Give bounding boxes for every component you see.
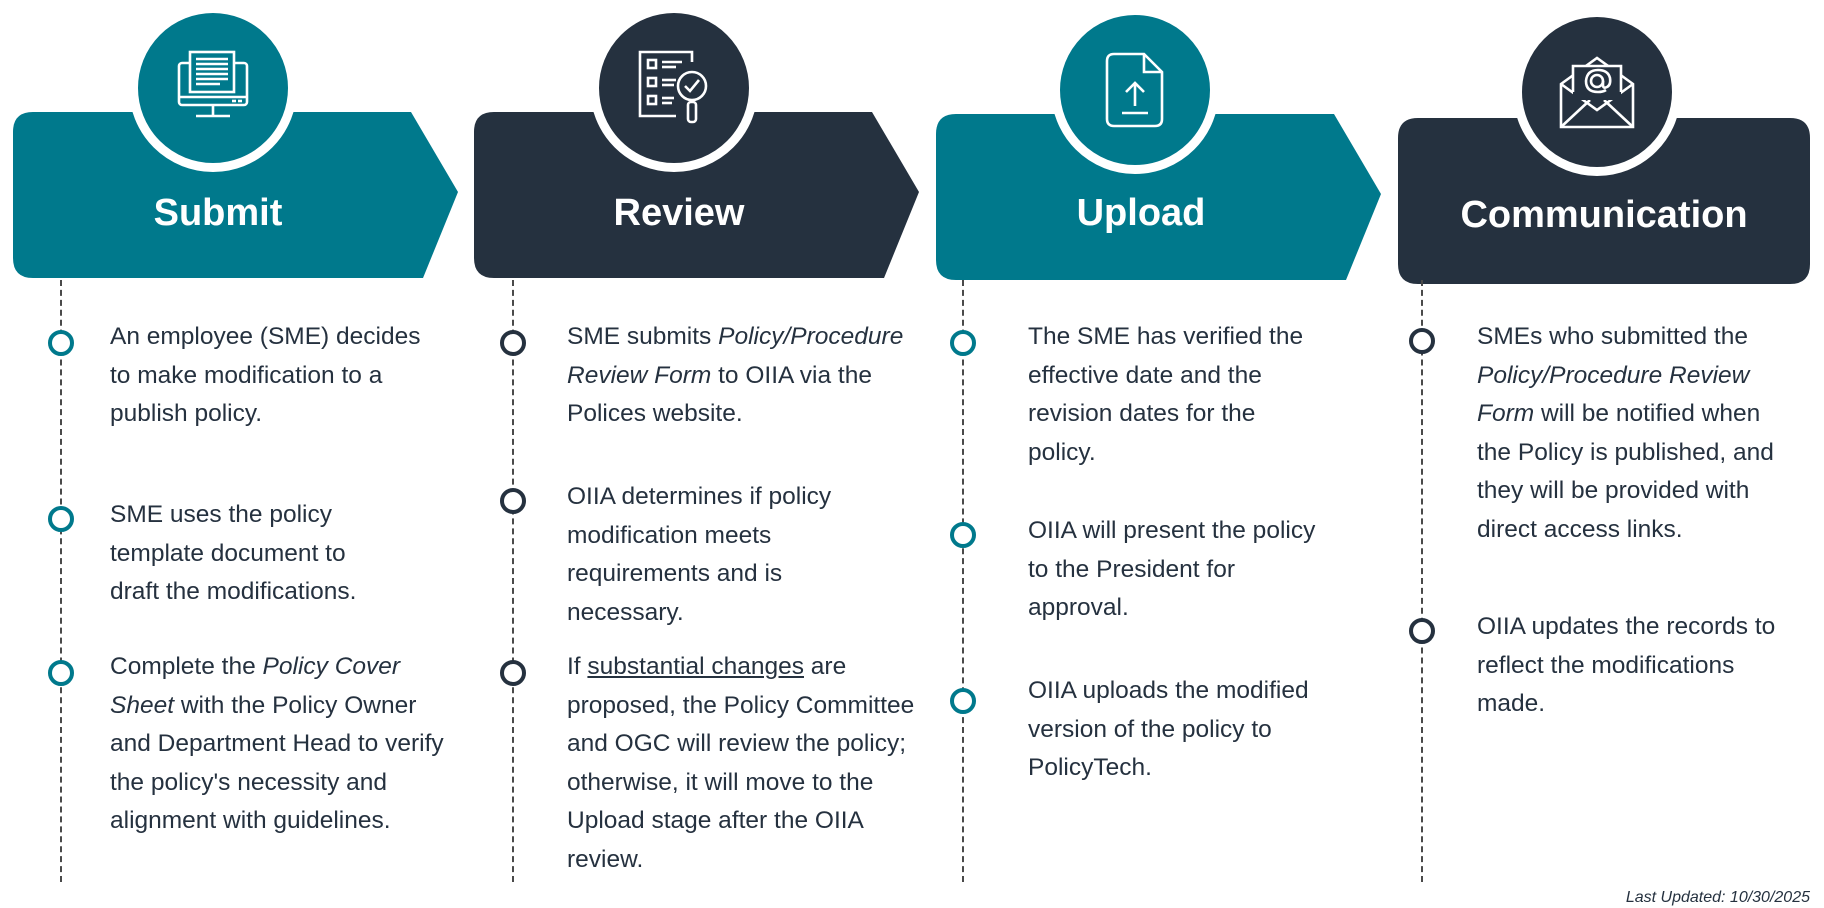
timeline-line (512, 280, 514, 882)
stage-banner (1398, 118, 1824, 284)
timeline-dot (48, 330, 74, 356)
timeline-dot (48, 660, 74, 686)
step-text: If substantial changes are proposed, the… (567, 653, 915, 873)
step-text: The SME has verified the effective date … (1028, 323, 1304, 466)
timeline-dot (950, 688, 976, 714)
last-updated-note: Last Updated: 10/30/2025 (1625, 889, 1810, 906)
stage-title: Communication (1460, 194, 1748, 236)
timeline-dot (500, 330, 526, 356)
timeline-dot (950, 330, 976, 356)
stage-submit: Submit An employee (SME) decides to make… (13, 0, 458, 896)
step-text: Complete the Policy Cover Sheet with the… (110, 653, 444, 834)
step-text: OIIA will present the policy to the Pres… (1028, 517, 1316, 621)
stage-badge (590, 4, 758, 172)
stage-title: Review (613, 192, 745, 234)
timeline-line (60, 280, 62, 882)
step-text: OIIA determines if policy modification m… (567, 483, 832, 626)
stage-title: Submit (153, 192, 283, 234)
step-text: SME uses the policy template document to… (110, 501, 357, 605)
stage-upload: Upload The SME has verified the effectiv… (936, 0, 1381, 896)
stage-badge (129, 4, 297, 172)
stage-badge (1051, 6, 1219, 174)
step-text: OIIA uploads the modified version of the… (1028, 677, 1309, 781)
timeline-dot (1409, 328, 1435, 354)
timeline-dot (500, 488, 526, 514)
timeline-dot (48, 506, 74, 532)
stage-communication: Communication SMEs who submitted the Pol… (1398, 0, 1824, 896)
stage-review: Review SME submits Policy/Procedure Revi… (474, 0, 919, 896)
step-text: An employee (SME) decides to make modifi… (110, 323, 421, 427)
file-upload-icon (1105, 52, 1164, 128)
timeline-dot (1409, 618, 1435, 644)
stage-title: Upload (1076, 192, 1206, 234)
stage-banner (936, 114, 1381, 280)
checklist-magnifier-icon (638, 50, 708, 124)
stage-badge (1513, 8, 1681, 176)
computer-document-icon (177, 50, 249, 118)
timeline-dot (500, 660, 526, 686)
stage-banner (474, 112, 919, 278)
timeline-line (1421, 280, 1423, 882)
substantial-changes-link[interactable]: substantial changes (587, 653, 804, 680)
step-text: SMEs who submitted the Policy/Procedure … (1477, 323, 1774, 543)
timeline-dot (950, 522, 976, 548)
stage-banner (13, 112, 458, 278)
timeline-line (962, 280, 964, 882)
email-envelope-icon (1559, 56, 1635, 129)
step-text: SME submits Policy/Procedure Review Form… (567, 323, 904, 427)
step-text: OIIA updates the records to reflect the … (1477, 613, 1776, 717)
